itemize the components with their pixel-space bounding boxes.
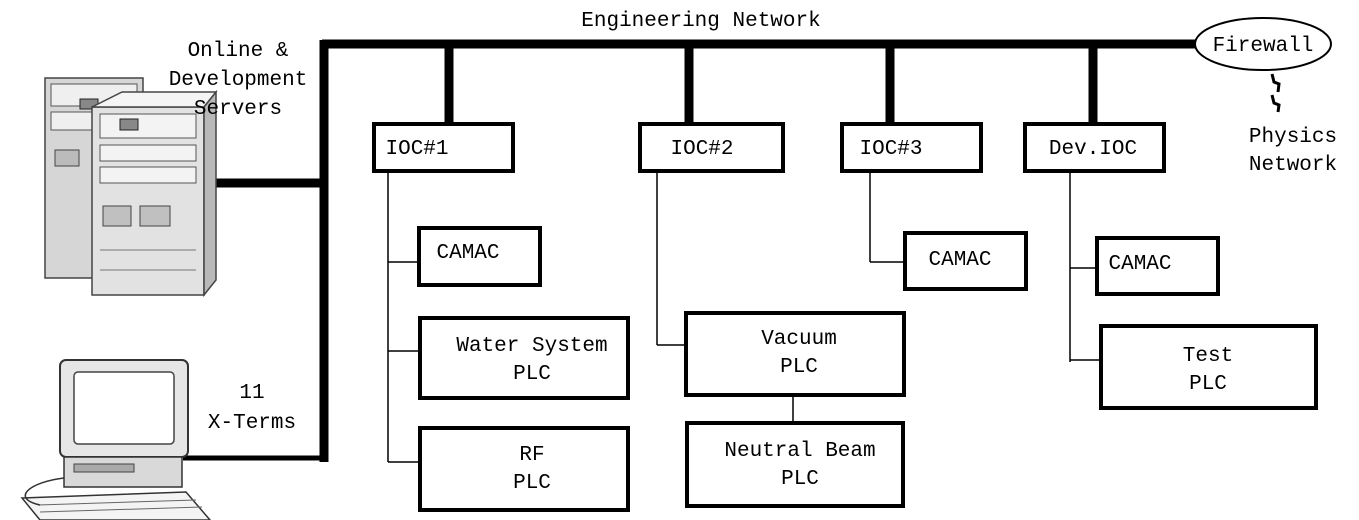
physics-network-label-line1: Physics	[1249, 126, 1337, 149]
engineering-network-bus	[183, 39, 1200, 462]
camac-label-ioc1: CAMAC	[436, 242, 499, 265]
vacuum-plc-label-line1: Vacuum	[761, 328, 837, 351]
rf-plc-label-line2: PLC	[513, 472, 551, 495]
ioc-label-dev: Dev.IOC	[1049, 138, 1137, 161]
ioc-box-3	[840, 122, 983, 173]
rf-plc-box	[418, 426, 630, 512]
test-plc-label-line1: Test	[1183, 345, 1233, 368]
engineering-network-label: Engineering Network	[581, 10, 820, 33]
wireless-link-icon	[1270, 73, 1281, 113]
ioc-box-1	[372, 122, 515, 173]
camac-label-ioc3: CAMAC	[928, 249, 991, 272]
ioc-label-2: IOC#2	[670, 138, 733, 161]
test-plc-box	[1099, 324, 1318, 410]
vacuum-plc-box	[684, 311, 906, 397]
rf-plc-label-line1: RF	[519, 444, 544, 467]
servers-label-line1: Online &	[188, 40, 289, 63]
neutral-beam-plc-label-line2: PLC	[781, 468, 819, 491]
neutral-beam-plc-label-line1: Neutral Beam	[724, 440, 875, 463]
ioc-box-dev	[1023, 122, 1166, 173]
water-system-plc-label-line2: PLC	[513, 363, 551, 386]
x-terminal-icon	[20, 359, 211, 520]
xterms-count: 11	[239, 382, 264, 405]
physics-network-label-line2: Network	[1249, 154, 1337, 177]
ioc1-connectors	[387, 171, 420, 463]
ioc-label-3: IOC#3	[859, 138, 922, 161]
water-system-plc-label-line1: Water System	[456, 335, 607, 358]
dev-ioc-connectors	[1069, 171, 1102, 362]
ioc2-connectors	[656, 171, 794, 423]
ioc-label-1: IOC#1	[385, 138, 448, 161]
firewall-label: Firewall	[1213, 35, 1314, 58]
server-tower-icon	[44, 77, 218, 298]
servers-label-line2: Development	[169, 69, 308, 92]
firewall	[1194, 17, 1332, 71]
water-system-plc-box	[418, 316, 630, 400]
servers-label-line3: Servers	[194, 98, 282, 121]
xterms-label: X-Terms	[208, 412, 296, 435]
camac-box-ioc3	[903, 231, 1028, 291]
neutral-beam-plc-box	[685, 421, 905, 508]
ioc3-connectors	[869, 171, 906, 263]
ioc-box-2	[638, 122, 785, 173]
camac-box-dev-ioc	[1095, 236, 1220, 296]
vacuum-plc-label-line2: PLC	[780, 356, 818, 379]
test-plc-label-line2: PLC	[1189, 373, 1227, 396]
camac-box-ioc1	[417, 226, 542, 287]
camac-label-dev-ioc: CAMAC	[1108, 253, 1171, 276]
